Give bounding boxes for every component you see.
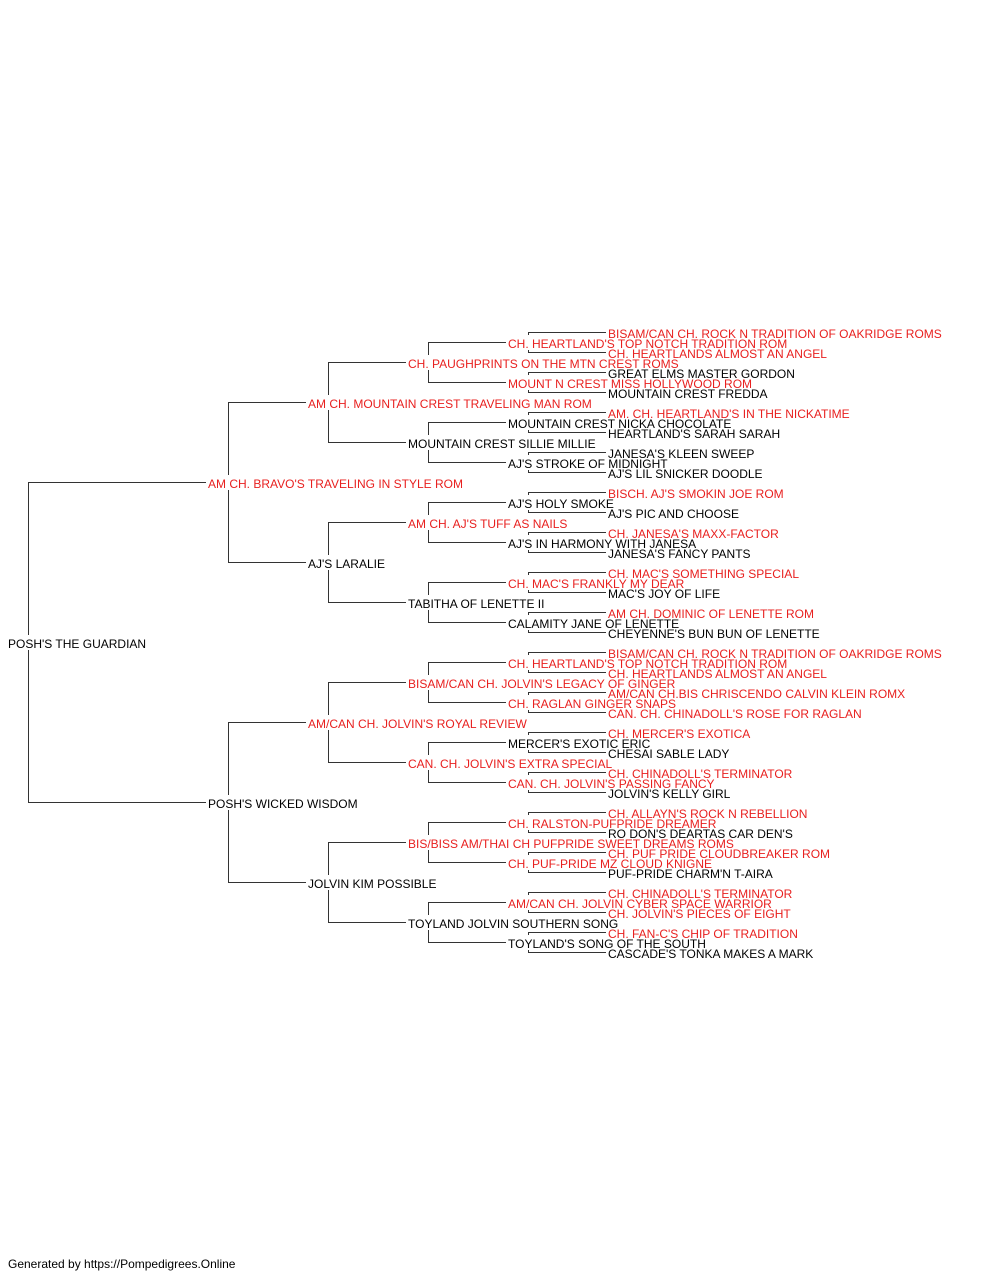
sire-name: AM CH. BRAVO'S TRAVELING IN STYLE ROM (208, 477, 464, 491)
sire-name: JANESA'S KLEEN SWEEP (608, 447, 755, 461)
sire-name: AJ'S HOLY SMOKE (508, 497, 614, 511)
dam-name: TOYLAND'S SONG OF THE SOUTH (508, 937, 706, 951)
dam-name: MOUNT N CREST MISS HOLLYWOOD ROM (508, 377, 753, 391)
dam-name: CAN. CH. JOLVIN'S EXTRA SPECIAL (408, 757, 613, 771)
dam-name: JOLVIN'S KELLY GIRL (608, 787, 731, 801)
sire-name: BISCH. AJ'S SMOKIN JOE ROM (608, 487, 784, 501)
dam-name: CAN. CH. JOLVIN'S PASSING FANCY (508, 777, 715, 791)
dam-name: CH. PUF-PRIDE MZ CLOUD KNIGNE (508, 857, 713, 871)
dam-name: AJ'S LIL SNICKER DOODLE (608, 467, 763, 481)
dam-name: CASCADE'S TONKA MAKES A MARK (608, 947, 814, 961)
sire-name: BISAM/CAN CH. ROCK N TRADITION OF OAKRID… (608, 647, 942, 661)
sire-name: CH. CHINADOLL'S TERMINATOR (608, 887, 793, 901)
dam-name: MOUNTAIN CREST SILLIE MILLIE (408, 437, 596, 451)
dam-name: TABITHA OF LENETTE II (408, 597, 545, 611)
dam-name: CH. JOLVIN'S PIECES OF EIGHT (608, 907, 791, 921)
dam-name: PUF-PRIDE CHARM'N T-AIRA (608, 867, 773, 881)
dam-name: CH. HEARTLANDS ALMOST AN ANGEL (608, 667, 827, 681)
sire-name: BISAM/CAN CH. JOLVIN'S LEGACY OF GINGER (408, 677, 676, 691)
dam-name: CHESAI SABLE LADY (608, 747, 730, 761)
sire-name: CH. HEARTLAND'S TOP NOTCH TRADITION ROM (508, 657, 788, 671)
sire-name: AM CH. MOUNTAIN CREST TRAVELING MAN ROM (308, 397, 592, 411)
sire-name: AM. CH. HEARTLAND'S IN THE NICKATIME (608, 407, 850, 421)
dam-name: AJ'S PIC AND CHOOSE (608, 507, 739, 521)
sire-name: AM CH. AJ'S TUFF AS NAILS (408, 517, 568, 531)
dam-name: MOUNTAIN CREST FREDDA (608, 387, 768, 401)
sire-name: CH. PUF PRIDE CLOUDBREAKER ROM (608, 847, 831, 861)
dam-name: CHEYENNE'S BUN BUN OF LENETTE (608, 627, 820, 641)
subject-dog-name: POSH'S THE GUARDIAN (8, 637, 147, 651)
sire-name: CH. JANESA'S MAXX-FACTOR (608, 527, 779, 541)
sire-name: BIS/BISS AM/THAI CH PUFPRIDE SWEET DREAM… (408, 837, 734, 851)
sire-name: CH. CHINADOLL'S TERMINATOR (608, 767, 793, 781)
dam-name: AJ'S IN HARMONY WITH JANESA (508, 537, 697, 551)
dam-name: AJ'S STROKE OF MIDNIGHT (508, 457, 668, 471)
dam-name: MAC'S JOY OF LIFE (608, 587, 721, 601)
sire-name: CH. RALSTON-PUFPRIDE DREAMER (508, 817, 717, 831)
sire-name: AM/CAN CH. JOLVIN'S ROYAL REVIEW (308, 717, 527, 731)
dam-name: CH. RAGLAN GINGER SNAPS (508, 697, 677, 711)
sire-name: CH. MAC'S SOMETHING SPECIAL (608, 567, 799, 581)
sire-name: CH. MERCER'S EXOTICA (608, 727, 751, 741)
dam-name: AJ'S LARALIE (308, 557, 385, 571)
sire-name: CH. MAC'S FRANKLY MY DEAR (508, 577, 685, 591)
dam-name: CALAMITY JANE OF LENETTE (508, 617, 680, 631)
sire-name: BISAM/CAN CH. ROCK N TRADITION OF OAKRID… (608, 327, 942, 341)
dam-name: JANESA'S FANCY PANTS (608, 547, 751, 561)
dam-name: TOYLAND JOLVIN SOUTHERN SONG (408, 917, 619, 931)
sire-name: AM CH. DOMINIC OF LENETTE ROM (608, 607, 815, 621)
sire-name: MERCER'S EXOTIC ERIC (508, 737, 651, 751)
dam-name: HEARTLAND'S SARAH SARAH (608, 427, 781, 441)
dam-name: CH. HEARTLANDS ALMOST AN ANGEL (608, 347, 827, 361)
sire-name: AM/CAN CH.BIS CHRISCENDO CALVIN KLEIN RO… (608, 687, 906, 701)
dam-name: RO DON'S DEARTAS CAR DEN'S (608, 827, 793, 841)
sire-name: CH. HEARTLAND'S TOP NOTCH TRADITION ROM (508, 337, 788, 351)
sire-name: GREAT ELMS MASTER GORDON (608, 367, 795, 381)
sire-name: CH. PAUGHPRINTS ON THE MTN CREST ROMS (408, 357, 679, 371)
dam-name: CAN. CH. CHINADOLL'S ROSE FOR RAGLAN (608, 707, 862, 721)
sire-name: CH. FAN-C'S CHIP OF TRADITION (608, 927, 798, 941)
sire-name: AM/CAN CH. JOLVIN CYBER SPACE WARRIOR (508, 897, 772, 911)
footer-credit: Generated by https://Pompedigrees.Online (8, 1257, 236, 1271)
sire-name: CH. ALLAYN'S ROCK N REBELLION (608, 807, 808, 821)
dam-name: POSH'S WICKED WISDOM (208, 797, 358, 811)
sire-name: MOUNTAIN CREST NICKA CHOCOLATE (508, 417, 732, 431)
dam-name: JOLVIN KIM POSSIBLE (308, 877, 437, 891)
